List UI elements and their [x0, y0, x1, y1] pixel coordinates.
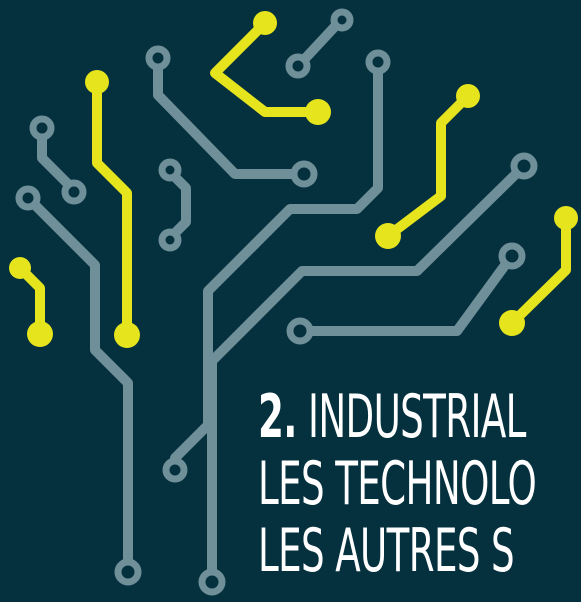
node-ring — [114, 558, 142, 586]
trace-small-bracket — [165, 167, 191, 243]
node-ring — [29, 115, 55, 141]
trace-yellow-right — [507, 213, 571, 328]
node-ring — [145, 45, 171, 71]
trace-yellow-center — [383, 91, 473, 241]
node-ring — [290, 160, 318, 188]
section-number: 2. — [258, 382, 297, 452]
trace-top-left — [153, 55, 308, 179]
node-ring — [61, 179, 87, 205]
node-dot — [499, 310, 525, 336]
node-dot — [9, 257, 31, 279]
node-ring — [286, 317, 314, 345]
node-dot — [253, 11, 277, 35]
node-ring — [330, 8, 354, 32]
node-dot — [456, 84, 480, 108]
node-ring — [158, 158, 182, 182]
node-ring — [158, 228, 182, 252]
node-ring — [498, 242, 526, 270]
headline-line-2: LES TECHNOLO — [258, 449, 537, 519]
node-dot — [554, 206, 578, 230]
node-dot — [375, 223, 401, 249]
trace-center-main — [170, 59, 383, 475]
node-ring — [365, 49, 391, 75]
node-dot — [85, 70, 109, 94]
trace-center-long — [207, 161, 529, 583]
headline-line-1-text: INDUSTRIAL — [296, 382, 526, 452]
headline: 2. INDUSTRIAL LES TECHNOLO LES AUTRES S — [258, 384, 537, 586]
trace-left-long — [23, 193, 133, 573]
trace-yellow-left-long — [92, 77, 132, 340]
node-dot — [114, 322, 140, 348]
headline-line-3: LES AUTRES S — [258, 516, 515, 586]
node-ring — [15, 185, 41, 211]
node-dot — [305, 99, 331, 125]
trace-right-lower — [295, 252, 516, 336]
node-ring — [510, 152, 538, 180]
node-dot — [27, 321, 53, 347]
trace-yellow-top — [210, 18, 323, 117]
headline-line-1: 2. INDUSTRIAL — [258, 384, 536, 451]
node-ring — [162, 457, 188, 483]
node-ring — [285, 53, 311, 79]
node-ring — [198, 568, 226, 596]
